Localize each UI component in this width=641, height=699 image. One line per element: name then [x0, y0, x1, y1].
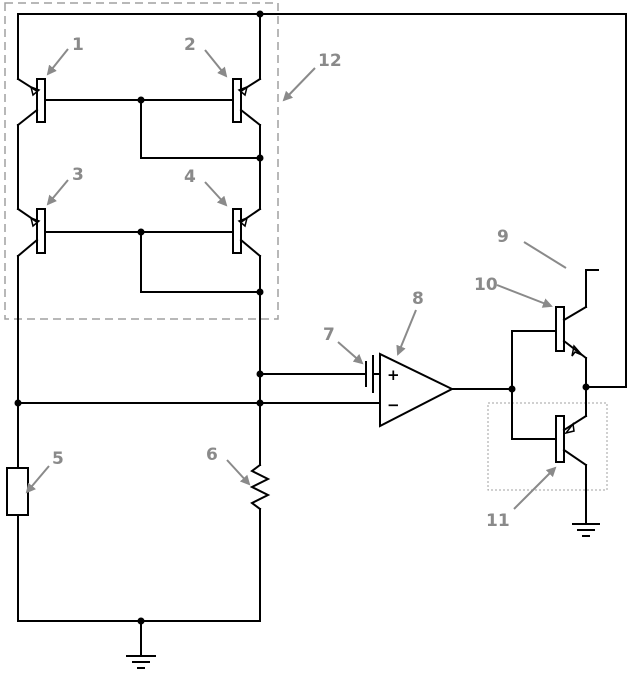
top-rail: [17, 13, 627, 388]
label-11: 11: [486, 511, 510, 531]
ground-bottom: [126, 617, 156, 669]
opamp-plus-sign: +: [387, 366, 400, 384]
transistor-11-enclosure: [487, 402, 608, 491]
transistor-4: [232, 207, 262, 258]
opamp-8: + −: [379, 352, 513, 428]
label-9: 9: [497, 227, 509, 247]
transistor-2: [232, 77, 262, 127]
opamp-minus-sign: −: [387, 396, 400, 414]
battery-7: [365, 355, 379, 393]
callouts: [25, 48, 567, 510]
mirror-1-2-wiring: [17, 10, 264, 210]
label-3: 3: [72, 165, 84, 185]
resistor-5: [6, 467, 29, 516]
labels: 1 2 3 4 12 5 6 7 8 9 10 11: [52, 35, 510, 531]
label-5: 5: [52, 449, 64, 469]
transistor-11: [555, 414, 588, 467]
output-stage: [508, 269, 600, 537]
label-4: 4: [184, 167, 196, 187]
label-10: 10: [474, 275, 498, 295]
label-7: 7: [323, 325, 335, 345]
transistor-10: [555, 269, 599, 360]
label-6: 6: [206, 445, 218, 465]
current-mirror-enclosure: [4, 2, 279, 320]
label-2: 2: [184, 35, 196, 55]
label-12: 12: [318, 51, 342, 71]
resistor-6: [249, 463, 271, 511]
mirror-3-4-wiring: [44, 228, 264, 296]
left-branch: [6, 255, 379, 622]
label-8: 8: [412, 289, 424, 309]
label-1: 1: [72, 35, 84, 55]
right-branch: [249, 255, 367, 622]
transistor-3: [16, 207, 46, 258]
transistor-1: [16, 77, 46, 127]
